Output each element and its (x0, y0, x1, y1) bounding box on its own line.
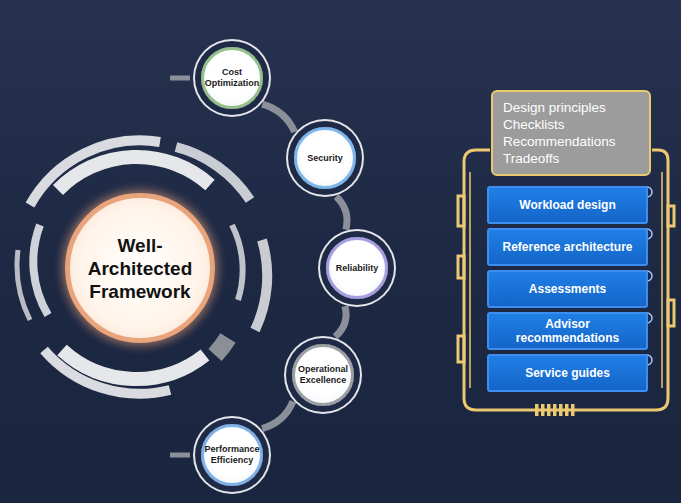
list-item: Checklists (503, 116, 639, 133)
resource-box: Reference architecture (487, 228, 648, 266)
resource-box: Advisor recommendations (487, 312, 648, 350)
node-label: Cost Optimization (202, 67, 263, 89)
resource-box: Service guides (487, 354, 648, 392)
resource-box: Assessments (487, 270, 648, 308)
ladder-rung (535, 404, 539, 416)
resource-box: Workload design (487, 186, 648, 224)
pillar-circle: Security (294, 127, 356, 189)
stub-line (170, 453, 190, 458)
node-label: Performance Efficiency (201, 444, 262, 466)
list-item: Design principles (503, 99, 639, 116)
ladder-rung (571, 404, 575, 416)
list-item: Recommendations (503, 133, 639, 150)
pillar-connector (262, 401, 293, 428)
ladder-rung (559, 404, 563, 416)
frame-ladder (535, 404, 575, 416)
guidance-box: Design principlesChecklistsRecommendatio… (491, 90, 651, 176)
guidance-list: Design principlesChecklistsRecommendatio… (503, 99, 639, 167)
node-label: Service guides (525, 366, 610, 380)
node-label: Assessments (529, 282, 606, 296)
node-label: Reference architecture (502, 240, 632, 254)
node-label: Workload design (519, 198, 615, 212)
node-label: Reliability (333, 263, 382, 274)
pillar-circle: Operational Excellence (292, 344, 354, 406)
node-label: Security (304, 153, 346, 164)
ladder-rung (553, 404, 557, 416)
pillar-circle: Performance Efficiency (201, 424, 263, 486)
pillar-circle: Cost Optimization (201, 47, 263, 109)
node-label: Advisor recommendations (495, 317, 640, 345)
pillar-connector (262, 104, 294, 132)
list-item: Tradeoffs (503, 150, 639, 167)
ladder-rung (547, 404, 551, 416)
gold-frame (458, 150, 674, 410)
stub-line (170, 76, 190, 81)
pillar-connector (335, 306, 346, 337)
node-label: Operational Excellence (295, 364, 351, 386)
pillar-circle: Reliability (326, 237, 388, 299)
node-label: Well-Architected Framework (81, 234, 199, 303)
orbit-arcs (17, 140, 267, 393)
ladder-rung (541, 404, 545, 416)
pillar-connector (336, 196, 347, 229)
hub-circle: Well-Architected Framework (65, 193, 215, 343)
ladder-rung (565, 404, 569, 416)
